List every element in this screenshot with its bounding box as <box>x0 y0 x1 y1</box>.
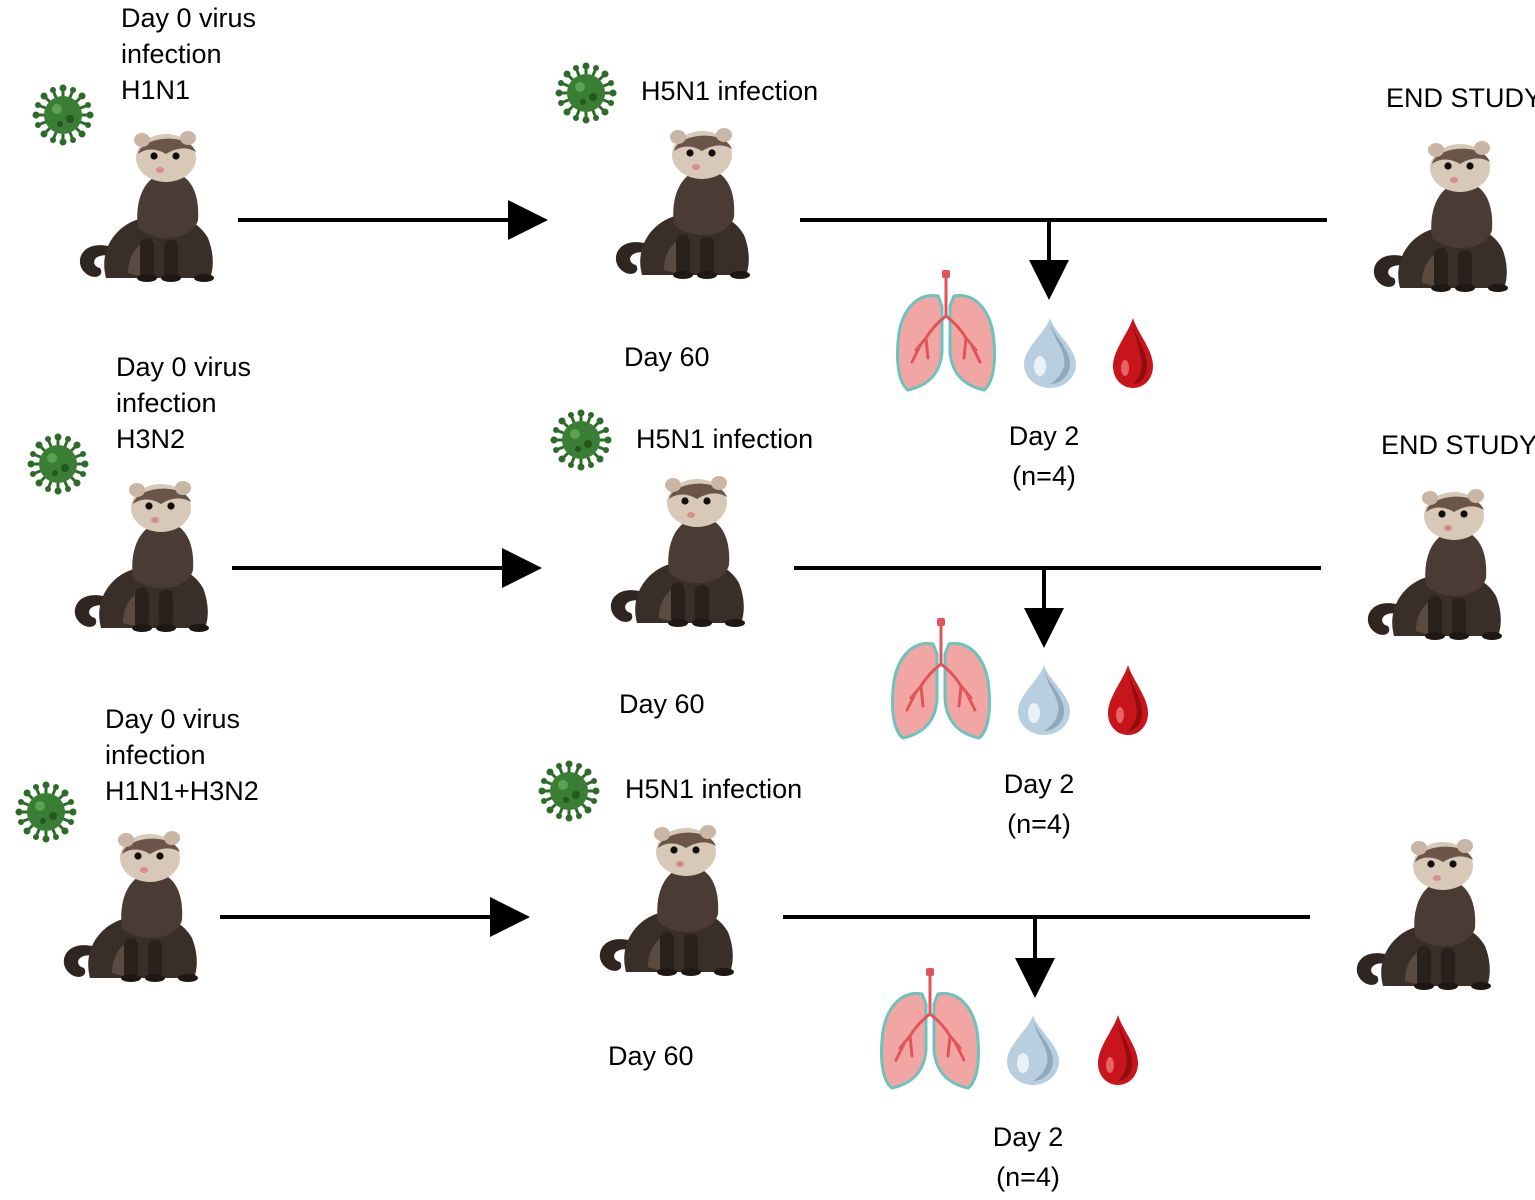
virus-icon <box>31 83 95 147</box>
virus-icon <box>549 408 613 472</box>
start-label-line: infection <box>116 388 217 418</box>
blood-drop-icon <box>1108 665 1148 735</box>
start-label-line: Day 0 virus <box>121 3 257 33</box>
sample-day-label: Day 2 (n=4) <box>964 418 1124 494</box>
ferret-icon <box>74 481 209 632</box>
challenge-label: H5N1 infection <box>636 424 814 454</box>
sample-day: Day 2 <box>1003 769 1075 799</box>
day-60-label: Day 60 <box>619 689 705 719</box>
challenge-label: H5N1 infection <box>641 76 819 106</box>
start-label-line: H3N2 <box>116 424 186 454</box>
ferret-icon <box>1367 489 1502 640</box>
virus-icon <box>537 759 601 823</box>
start-label-line: Day 0 virus <box>116 352 252 382</box>
end-study-label: END STUDY <box>1381 430 1535 460</box>
ferret-icon <box>1356 839 1491 990</box>
sample-n: (n=4) <box>996 1162 1060 1192</box>
sample-day: Day 2 <box>1008 421 1080 451</box>
virus-icon <box>14 780 78 844</box>
start-label-line: infection <box>105 740 206 770</box>
start-label: Day 0 virus infection H1N1+H3N2 <box>105 701 259 809</box>
sample-day-label: Day 2 (n=4) <box>948 1119 1108 1195</box>
water-droplet-icon <box>1024 318 1076 388</box>
start-label-line: Day 0 virus <box>105 704 241 734</box>
start-label: Day 0 virus infection H3N2 <box>116 349 251 457</box>
day-60-label: Day 60 <box>624 342 710 372</box>
ferret-icon <box>79 131 214 282</box>
ferret-icon <box>615 128 750 279</box>
sample-day-label: Day 2 (n=4) <box>959 766 1119 842</box>
day-60-label: Day 60 <box>608 1041 694 1071</box>
start-label-line: H1N1 <box>121 75 191 105</box>
ferret-icon <box>599 825 734 976</box>
blood-drop-icon <box>1098 1015 1138 1085</box>
sample-n: (n=4) <box>1012 461 1076 491</box>
virus-icon <box>26 432 90 496</box>
challenge-label: H5N1 infection <box>625 774 803 804</box>
start-label: Day 0 virus infection H1N1 <box>121 0 256 108</box>
sample-day: Day 2 <box>992 1122 1064 1152</box>
ferret-icon <box>1373 141 1508 292</box>
start-label-line: infection <box>121 39 222 69</box>
ferret-icon <box>610 476 745 627</box>
blood-drop-icon <box>1113 318 1153 388</box>
sample-n: (n=4) <box>1007 809 1071 839</box>
lungs-icon <box>890 616 992 740</box>
ferret-icon <box>63 831 198 982</box>
lungs-icon <box>895 268 997 392</box>
virus-icon <box>554 61 618 125</box>
end-study-label: END STUDY <box>1386 83 1535 113</box>
start-label-line: H1N1+H3N2 <box>105 776 259 806</box>
water-droplet-icon <box>1007 1015 1059 1085</box>
water-droplet-icon <box>1018 665 1070 735</box>
lungs-icon <box>879 966 981 1090</box>
